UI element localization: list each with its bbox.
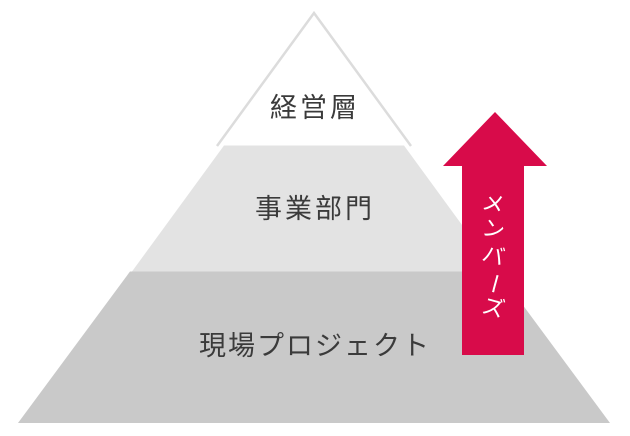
tier-label-management: 経営層: [270, 93, 360, 124]
arrow-label-char: メ: [479, 189, 507, 220]
tier-top-shape: [217, 13, 411, 146]
tier-label-field-project: 現場プロジェクト: [199, 331, 431, 362]
arrow-label-char: ン: [479, 215, 507, 246]
arrow-label-char: ー: [478, 269, 509, 297]
tier-top-border: [215, 10, 413, 147]
members-up-arrow: [443, 112, 547, 355]
tier-middle-shape: [132, 145, 496, 272]
arrow-label-char: バ: [479, 241, 507, 272]
tier-label-business-division: 事業部門: [255, 194, 375, 225]
arrow-label-members: メ ン バ ー ズ: [479, 189, 509, 324]
arrow-label-char: ズ: [479, 293, 507, 324]
